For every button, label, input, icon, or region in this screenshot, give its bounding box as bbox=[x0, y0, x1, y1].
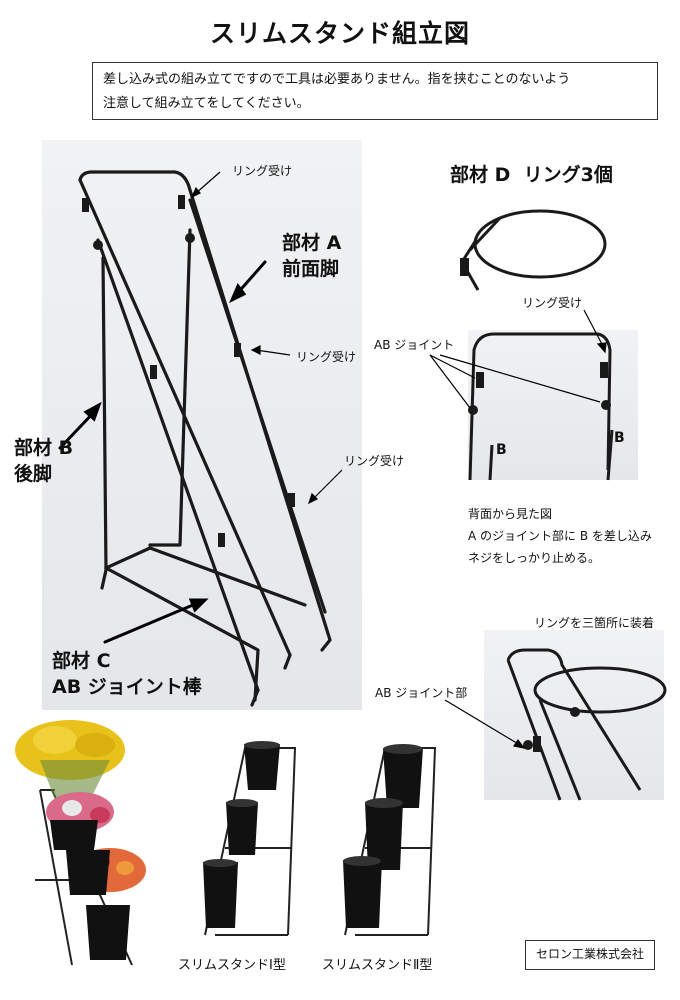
part-b-name: 部材 B bbox=[14, 437, 74, 459]
part-b-label: 部材 B 後脚 bbox=[14, 435, 73, 487]
notice-line-1: 差し込み式の組み立てですので工具は必要ありません。指を挟むことのないよう bbox=[103, 72, 571, 87]
ring-receiver-label-1: リング受け bbox=[232, 164, 293, 178]
ab-joint-label: AB ジョイント bbox=[374, 338, 455, 352]
part-a-desc: 前面脚 bbox=[282, 258, 340, 280]
company-name: セロン工業株式会社 bbox=[525, 940, 655, 970]
back-caption-2: A のジョイント部に B を差し込み bbox=[468, 529, 652, 543]
assembly-notice: 差し込み式の組み立てですので工具は必要ありません。指を挟むことのないよう 注意し… bbox=[92, 62, 658, 120]
back-view-caption: 背面から見た図 A のジョイント部に B を差し込み ネジをしっかり止める。 bbox=[468, 503, 652, 569]
part-a-label: 部材 A 前面脚 bbox=[282, 230, 341, 282]
back-leg-b-3 bbox=[100, 256, 108, 590]
back-caption-1: 背面から見た図 bbox=[468, 507, 553, 521]
back-ring-receiver-label: リング受け bbox=[522, 296, 583, 310]
part-c-desc: AB ジョイント棒 bbox=[52, 676, 202, 698]
part-b-desc: 後脚 bbox=[14, 463, 53, 485]
part-c-name: 部材 C bbox=[52, 650, 111, 672]
joint-bar-c bbox=[104, 546, 307, 607]
part-c-label: 部材 C AB ジョイント棒 bbox=[52, 648, 202, 700]
model-type-1-label: スリムスタンドⅠ型 bbox=[178, 958, 286, 973]
front-leg-a bbox=[78, 170, 332, 652]
back-leg-b-2 bbox=[148, 228, 192, 547]
page-title: スリムスタンド組立図 bbox=[209, 19, 470, 48]
joint-bar-c-2 bbox=[104, 566, 260, 702]
front-leg-a-right bbox=[188, 198, 327, 614]
part-a-name: 部材 A bbox=[282, 232, 342, 254]
ring-receiver-label-2: リング受け bbox=[296, 350, 357, 364]
back-leg-b bbox=[96, 238, 260, 692]
part-d-label: 部材 D リング3個 bbox=[450, 164, 613, 186]
ring-install-label: リングを三箇所に装着 bbox=[534, 616, 655, 630]
model-type-2-label: スリムスタンドⅡ型 bbox=[322, 958, 433, 973]
b-left-label: B bbox=[496, 442, 507, 458]
notice-line-2: 注意して組み立てをしてください。 bbox=[103, 96, 310, 111]
ab-joint-part-label: AB ジョイント部 bbox=[375, 686, 468, 700]
back-caption-3: ネジをしっかり止める。 bbox=[468, 551, 601, 565]
b-right-label: B bbox=[614, 430, 625, 446]
ring-receiver-label-3: リング受け bbox=[344, 454, 405, 468]
flower-buckets bbox=[50, 820, 130, 960]
